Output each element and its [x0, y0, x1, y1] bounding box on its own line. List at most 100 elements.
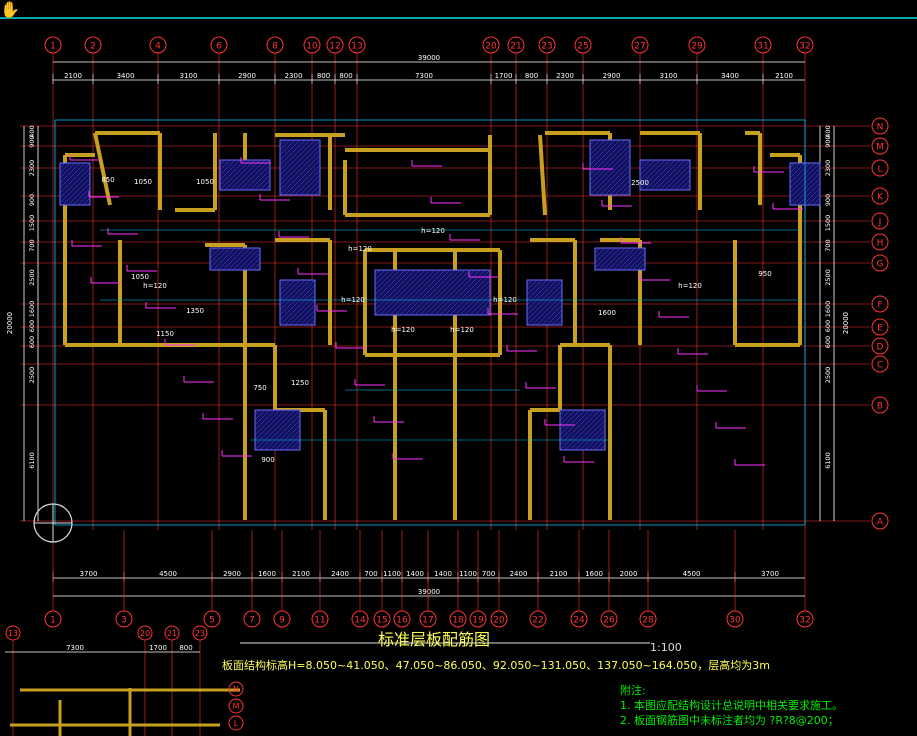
bottom-axis-bubble	[115, 610, 133, 628]
hatch-line	[244, 164, 271, 191]
hatch-line	[414, 269, 461, 316]
note-1: 1. 本图应配结构设计总说明中相关要求施工。	[620, 699, 843, 712]
top-axis-label: 27	[634, 42, 645, 52]
hatch-line	[424, 269, 471, 316]
bottom-axis-bubble	[273, 610, 291, 628]
hatch-line	[574, 419, 606, 451]
bottom-axis-label: 20	[493, 616, 505, 626]
hatch-line	[589, 139, 611, 161]
left-dim-value: 1600	[28, 301, 36, 318]
bottom-axis-label: 26	[603, 616, 615, 626]
detail-row-label: L	[234, 719, 239, 728]
hatch-line	[254, 409, 276, 431]
hatch-line	[639, 159, 646, 166]
right-axis-bubble	[871, 117, 889, 135]
detail-axis-label: 13	[8, 629, 18, 638]
hatch-line	[289, 439, 301, 451]
bottom-axis-bubble	[570, 610, 588, 628]
bottom-dim-value: 2000	[620, 570, 638, 578]
hatch-line	[239, 159, 271, 191]
hatch-line	[82, 197, 91, 206]
rebar-length-label: 850	[101, 176, 114, 184]
slab-thickness-label: h=120	[450, 326, 474, 334]
bottom-axis-label: 17	[422, 616, 433, 626]
top-dim-value: 3400	[721, 72, 739, 80]
hatch-line	[264, 184, 271, 191]
hatch-line	[314, 189, 321, 196]
top-axis-label: 29	[691, 42, 703, 52]
hatch-line	[374, 269, 381, 276]
bottom-axis-bubble	[639, 610, 657, 628]
hatch-line	[279, 279, 291, 291]
hatch-line	[419, 269, 466, 316]
bottom-axis-label: 11	[314, 616, 325, 626]
slab-thickness-label: h=120	[348, 245, 372, 253]
hatch-line	[209, 247, 221, 259]
hatch-line	[589, 154, 631, 196]
hatch-line	[59, 162, 91, 194]
hatch-line	[254, 409, 286, 441]
hatch-line	[639, 159, 661, 181]
right-axis-label: K	[877, 193, 884, 203]
elevation-note: 板面结构标高H=8.050~41.050、47.050~86.050、92.05…	[222, 659, 770, 672]
slab-thickness-label: h=120	[391, 326, 415, 334]
top-dim-value: 800	[339, 72, 352, 80]
slab-thickness-label: h=120	[421, 227, 445, 235]
right-dim-value: 2300	[824, 160, 832, 177]
hatch-line	[594, 159, 631, 196]
hatch-line	[599, 444, 606, 451]
right-axis-label: E	[877, 324, 883, 334]
top-dim-value: 2300	[556, 72, 574, 80]
bottom-axis-label: 24	[573, 616, 585, 626]
right-axis-bubble	[871, 233, 889, 251]
bottom-axis-bubble	[203, 610, 221, 628]
bottom-axis-label: 14	[354, 616, 366, 626]
hatch-line	[209, 247, 231, 269]
shear-wall	[93, 132, 112, 206]
left-dim-value: 600	[28, 336, 36, 348]
bottom-axis-label: 16	[396, 616, 408, 626]
right-axis-bubble	[871, 396, 889, 414]
hatch-line	[642, 267, 646, 271]
hatch-line	[279, 279, 316, 316]
left-dim-value: 400	[28, 125, 36, 137]
hatch-line	[559, 409, 601, 451]
hatch-line	[589, 434, 606, 451]
hatch-line	[664, 164, 691, 191]
bottom-axis-bubble	[351, 610, 369, 628]
hatch-line	[234, 159, 266, 191]
hatch-line	[374, 269, 421, 316]
right-axis-bubble	[871, 295, 889, 313]
hatch-line	[559, 409, 581, 431]
detail-axis-label: 20	[140, 629, 150, 638]
top-dim-value: 2300	[285, 72, 303, 80]
hatch-line	[279, 139, 306, 166]
hatch-line	[536, 299, 563, 326]
hatch-line	[454, 279, 491, 316]
hatch-line	[594, 247, 616, 269]
hatched-shaft	[209, 247, 261, 271]
hatch-line	[589, 139, 631, 181]
hatch-line	[526, 279, 553, 306]
hatch-line	[526, 279, 543, 296]
hatch-line	[284, 434, 301, 451]
bottom-axis-label: 32	[799, 616, 810, 626]
pan-hand-icon[interactable]: ✋	[0, 0, 20, 19]
hatched-shaft	[254, 409, 301, 451]
hatch-line	[59, 172, 91, 204]
rebar-length-label: 1250	[291, 379, 309, 387]
hatch-line	[224, 159, 256, 191]
bottom-axis-bubble	[726, 610, 744, 628]
hatch-line	[589, 139, 606, 156]
hatch-line	[254, 174, 271, 191]
right-axis-bubble	[871, 137, 889, 155]
hatch-line	[374, 269, 396, 291]
hatch-line	[77, 192, 91, 206]
hatch-line	[789, 162, 796, 169]
right-axis-bubble	[871, 187, 889, 205]
right-axis-label: A	[877, 518, 884, 528]
detail-row-bubble	[228, 698, 244, 714]
bottom-axis-label: 28	[642, 616, 654, 626]
hatched-shaft	[559, 409, 606, 451]
